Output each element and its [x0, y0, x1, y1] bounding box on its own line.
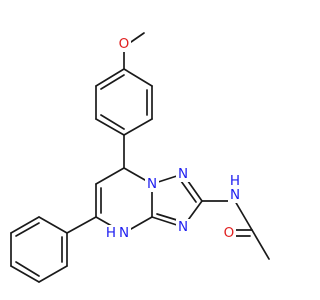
atom-amide-nh: N	[230, 187, 240, 203]
bond-n2-c2-double	[180, 180, 197, 203]
bond-c6-ch	[95, 167, 125, 185]
atom-methoxy-o: O	[119, 36, 130, 52]
bond-co-methyl	[251, 229, 270, 260]
atom-bg-amide-nh-h	[228, 173, 242, 187]
atom-carbonyl-o: O	[224, 225, 235, 241]
atom-ring-nh: N	[119, 225, 129, 241]
atom-bg-methoxy-o	[117, 36, 131, 52]
bond-anisole-double-b	[100, 114, 125, 130]
bond-phenyl-4	[10, 265, 40, 283]
bond-anisole-4	[95, 118, 125, 136]
atom-bg-ring-nh-h	[105, 225, 117, 241]
bond-anisole-3	[123, 118, 153, 136]
bond-phenyl-double-a	[15, 222, 40, 237]
bond-anisole-1	[123, 68, 153, 87]
atom-bg-ring-n2	[176, 166, 190, 182]
atom-amide-nh-h: H	[230, 173, 240, 189]
atom-bg-carbonyl-o	[222, 225, 236, 241]
bond-phenyl-1	[38, 216, 68, 234]
molecule-structure: O N N N N H N H O	[10, 32, 270, 283]
bond-layer	[10, 32, 270, 283]
bond-phenyl-2	[10, 216, 40, 234]
bond-phenyl-double-b	[15, 261, 40, 277]
bond-anisole-6	[95, 68, 125, 87]
bond-c5-phenyl	[66, 216, 97, 234]
atom-ring-n2: N	[178, 166, 188, 182]
atom-bg-ring-n3	[176, 219, 190, 235]
bond-methyl-o	[130, 32, 145, 43]
atom-bg-ring-nh	[117, 225, 131, 241]
atom-ring-n3: N	[178, 219, 188, 235]
atom-ring-nh-h: H	[106, 225, 116, 241]
bond-phenyl-5	[38, 265, 68, 283]
atom-ring-n1: N	[147, 176, 157, 192]
atom-bg-amide-nh	[228, 187, 242, 203]
atom-bg-ring-n1	[145, 176, 159, 192]
bond-nh-co	[234, 200, 253, 231]
bond-anisole-double-c	[100, 74, 125, 90]
atom-label-layer: O N N N N H N H O	[105, 36, 242, 241]
